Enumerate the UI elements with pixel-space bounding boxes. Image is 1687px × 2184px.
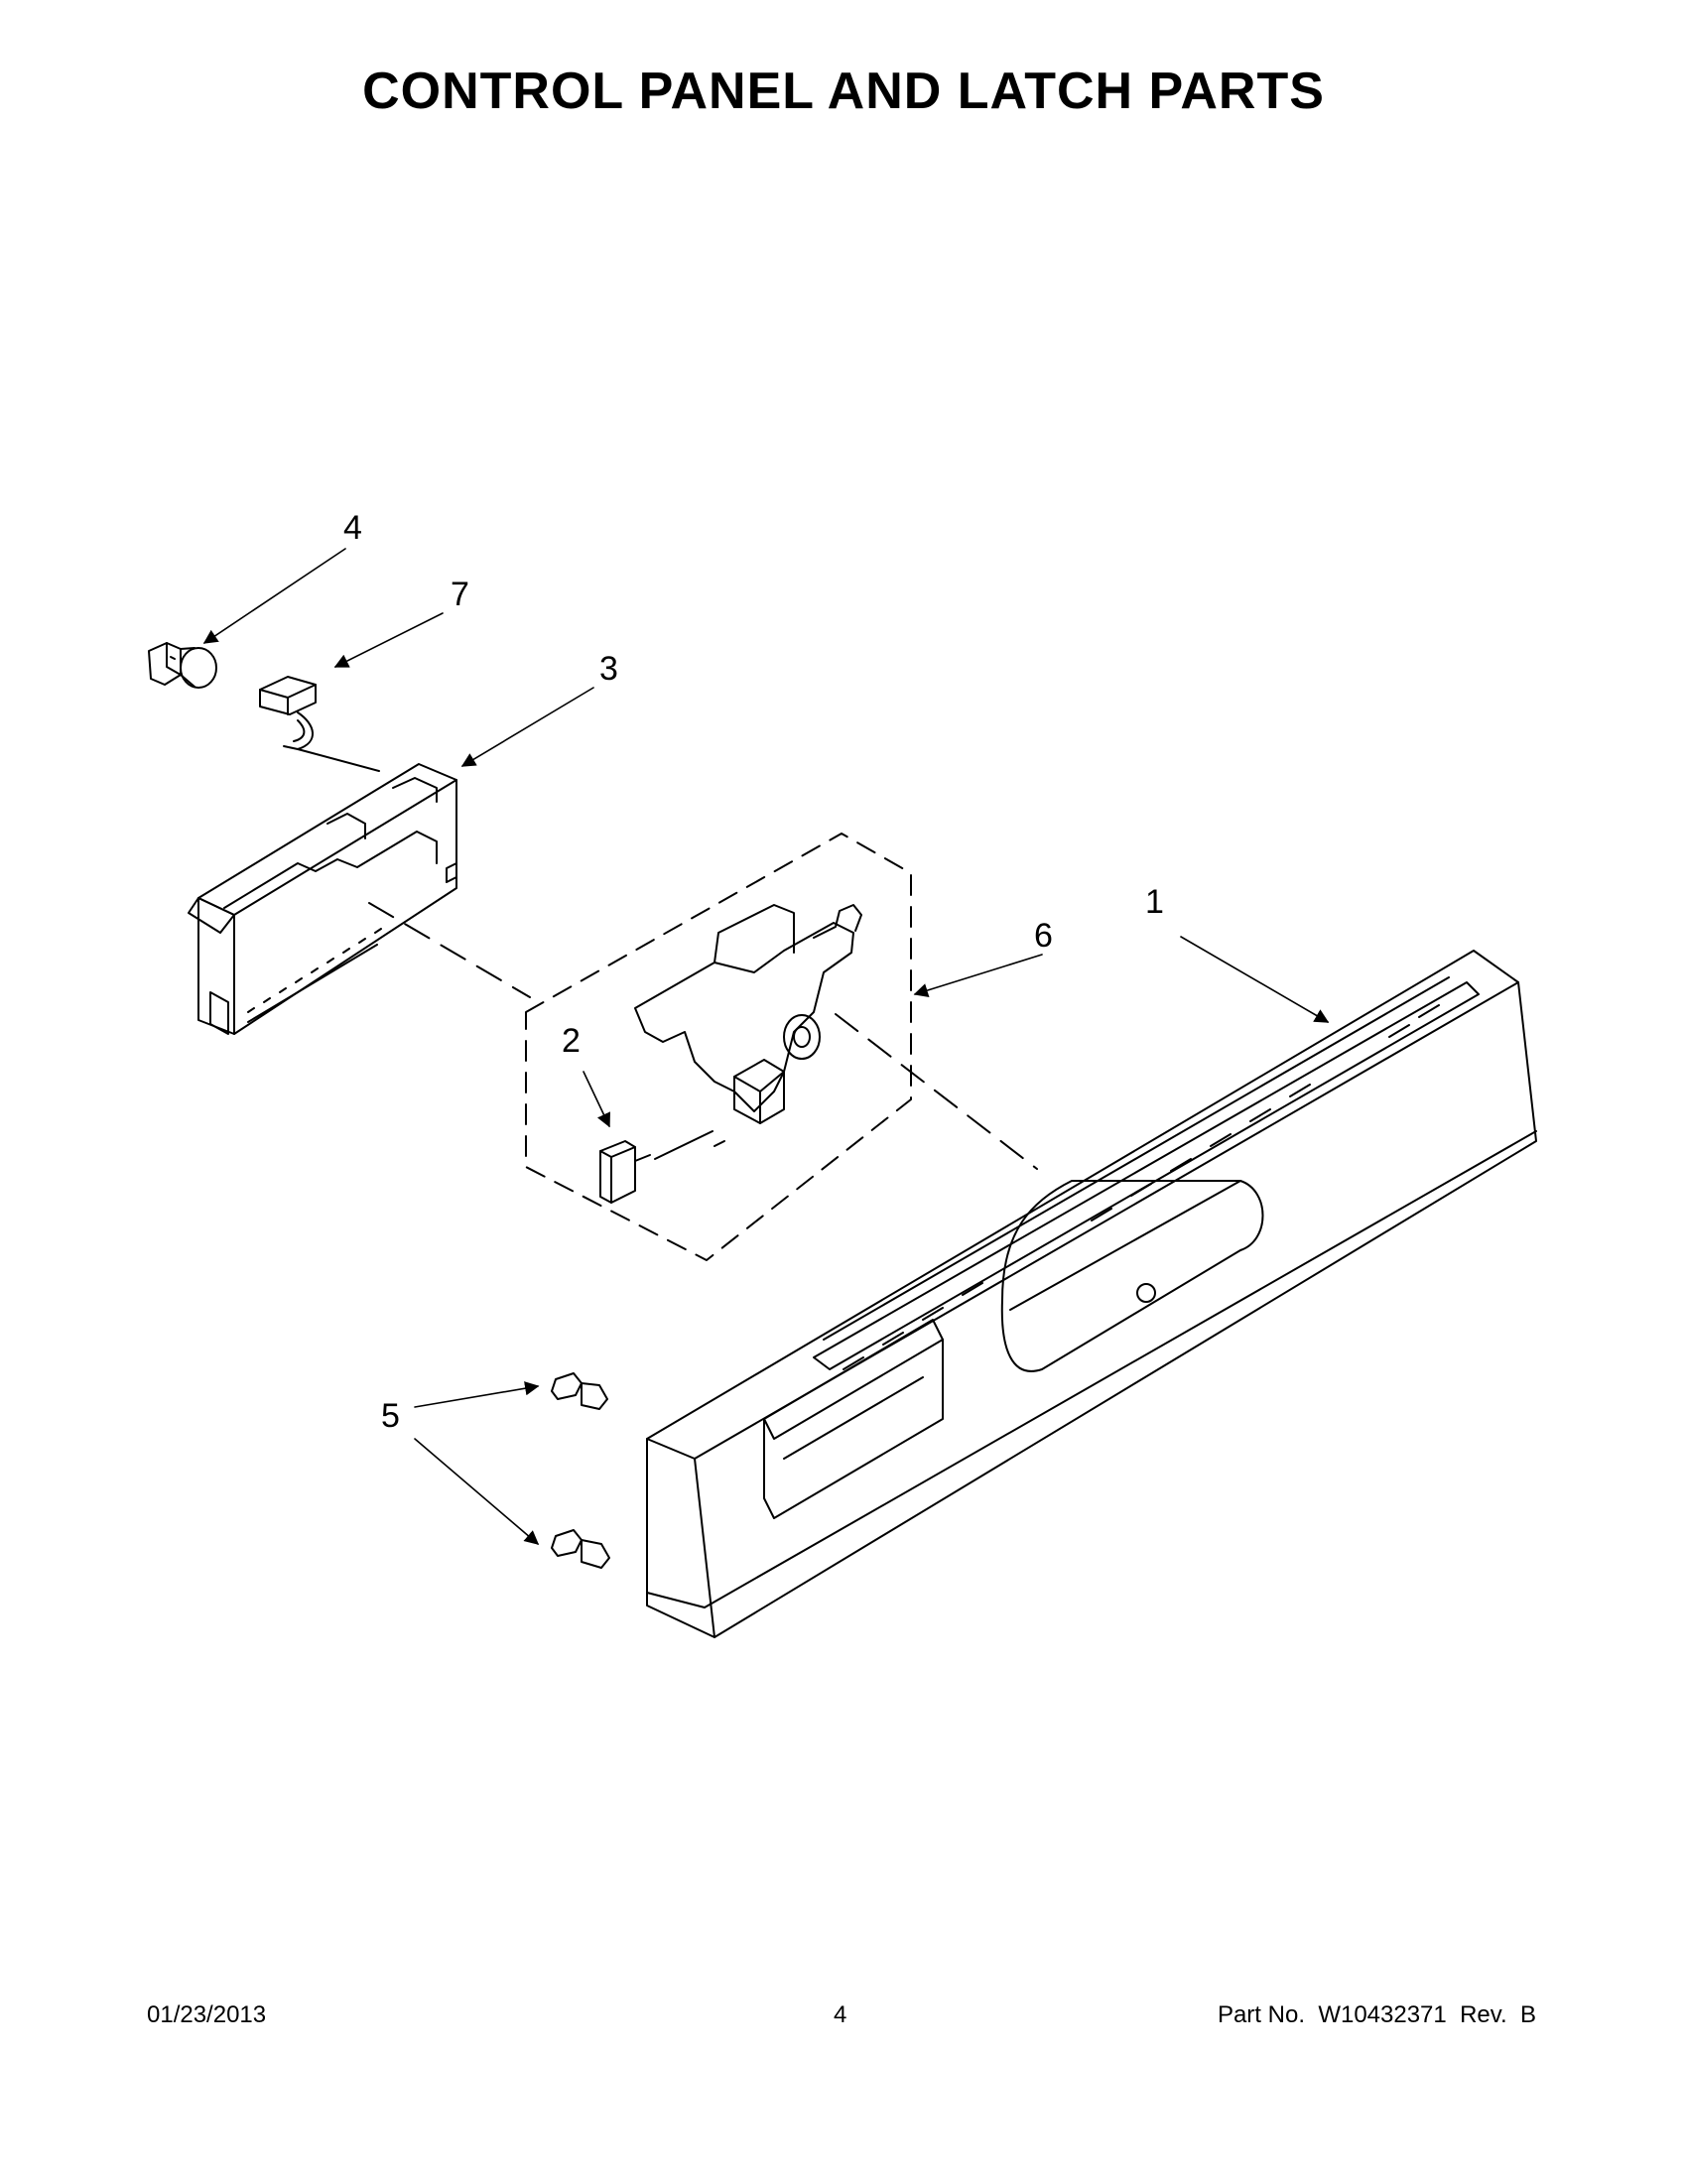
leader-lines (202, 548, 1330, 1545)
callout-6: 6 (1034, 917, 1053, 955)
part-1-control-panel (646, 950, 1537, 1638)
part-4-sensor (148, 642, 217, 689)
part-7-clip (259, 676, 317, 750)
callout-4: 4 (343, 509, 362, 547)
part-6-latch-assembly (525, 833, 912, 1261)
callout-1: 1 (1145, 883, 1164, 921)
part-3-control-board (188, 763, 457, 1035)
part-5-screw-upper (551, 1372, 608, 1410)
callout-5: 5 (381, 1397, 400, 1435)
footer-date: 01/23/2013 (147, 2001, 267, 2028)
callout-2: 2 (562, 1022, 581, 1060)
footer-page-number: 4 (834, 2001, 847, 2028)
page-title: CONTROL PANEL AND LATCH PARTS (362, 63, 1325, 120)
assembly-lines (297, 748, 1038, 1170)
callout-7: 7 (451, 576, 469, 613)
footer-part-number: Part No. W10432371 Rev. B (1217, 2001, 1536, 2028)
callout-3: 3 (599, 650, 618, 688)
part-5-screw-lower (551, 1529, 610, 1569)
part-2-switch (599, 1140, 651, 1204)
